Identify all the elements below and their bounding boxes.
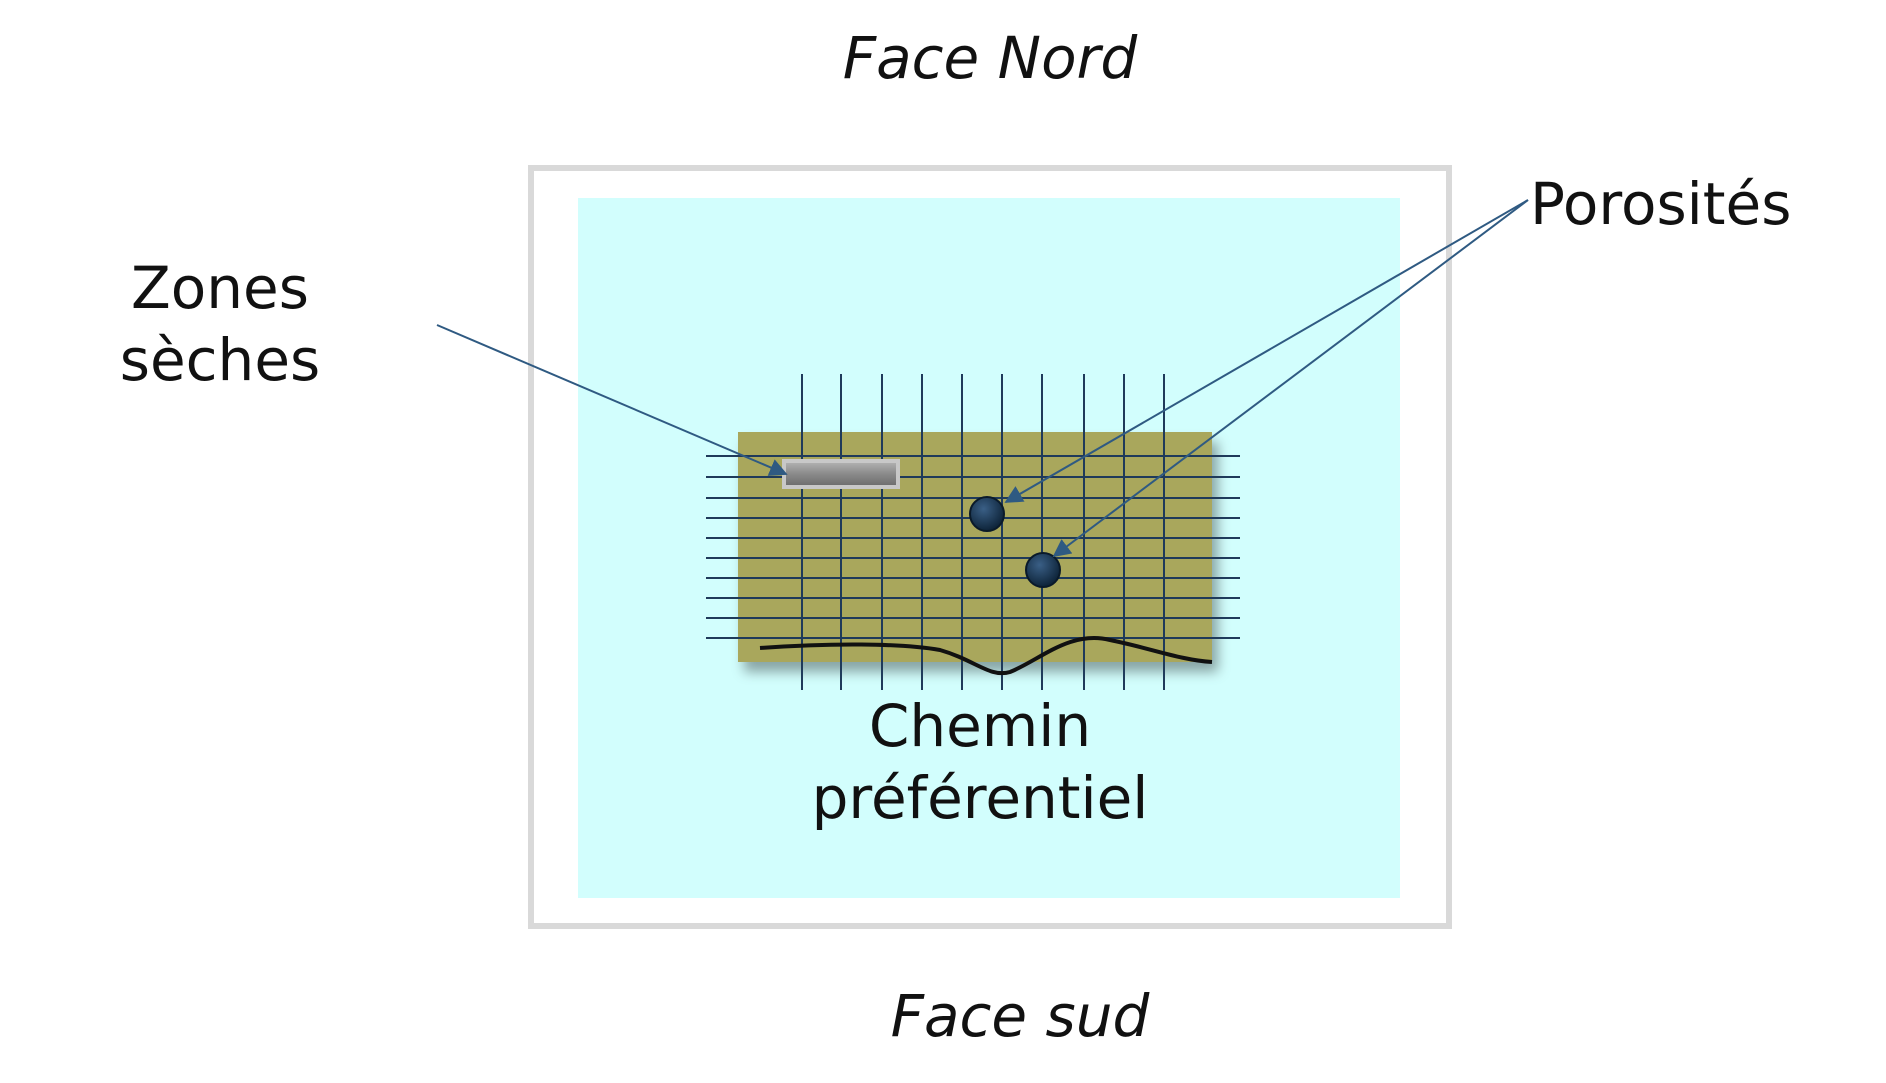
porosity-arrow-1 bbox=[1004, 199, 1529, 503]
preferential-path-label-line2: préférentiel bbox=[811, 764, 1149, 832]
callout-arrows bbox=[436, 199, 1529, 558]
porosity-arrow-2 bbox=[1052, 199, 1529, 558]
south-face-label: Face sud bbox=[890, 982, 1150, 1050]
dry-zones-label-line2: sèches bbox=[119, 326, 321, 394]
porosities-label: Porosités bbox=[1530, 170, 1792, 238]
porosity-2 bbox=[1025, 552, 1061, 588]
dry-zone bbox=[782, 459, 900, 489]
dry-zone-arrow bbox=[436, 324, 788, 476]
north-face-label: Face Nord bbox=[842, 24, 1138, 92]
dry-zones-label: Zones sèches bbox=[60, 252, 380, 396]
fiber-grid bbox=[706, 374, 1240, 690]
preferential-path-label-line1: Chemin bbox=[868, 692, 1092, 760]
preferential-path-label: Chemin préférentiel bbox=[740, 690, 1220, 834]
porosity-1 bbox=[969, 496, 1005, 532]
preferential-path-curve bbox=[759, 636, 1213, 676]
dry-zones-label-line1: Zones bbox=[131, 254, 309, 322]
